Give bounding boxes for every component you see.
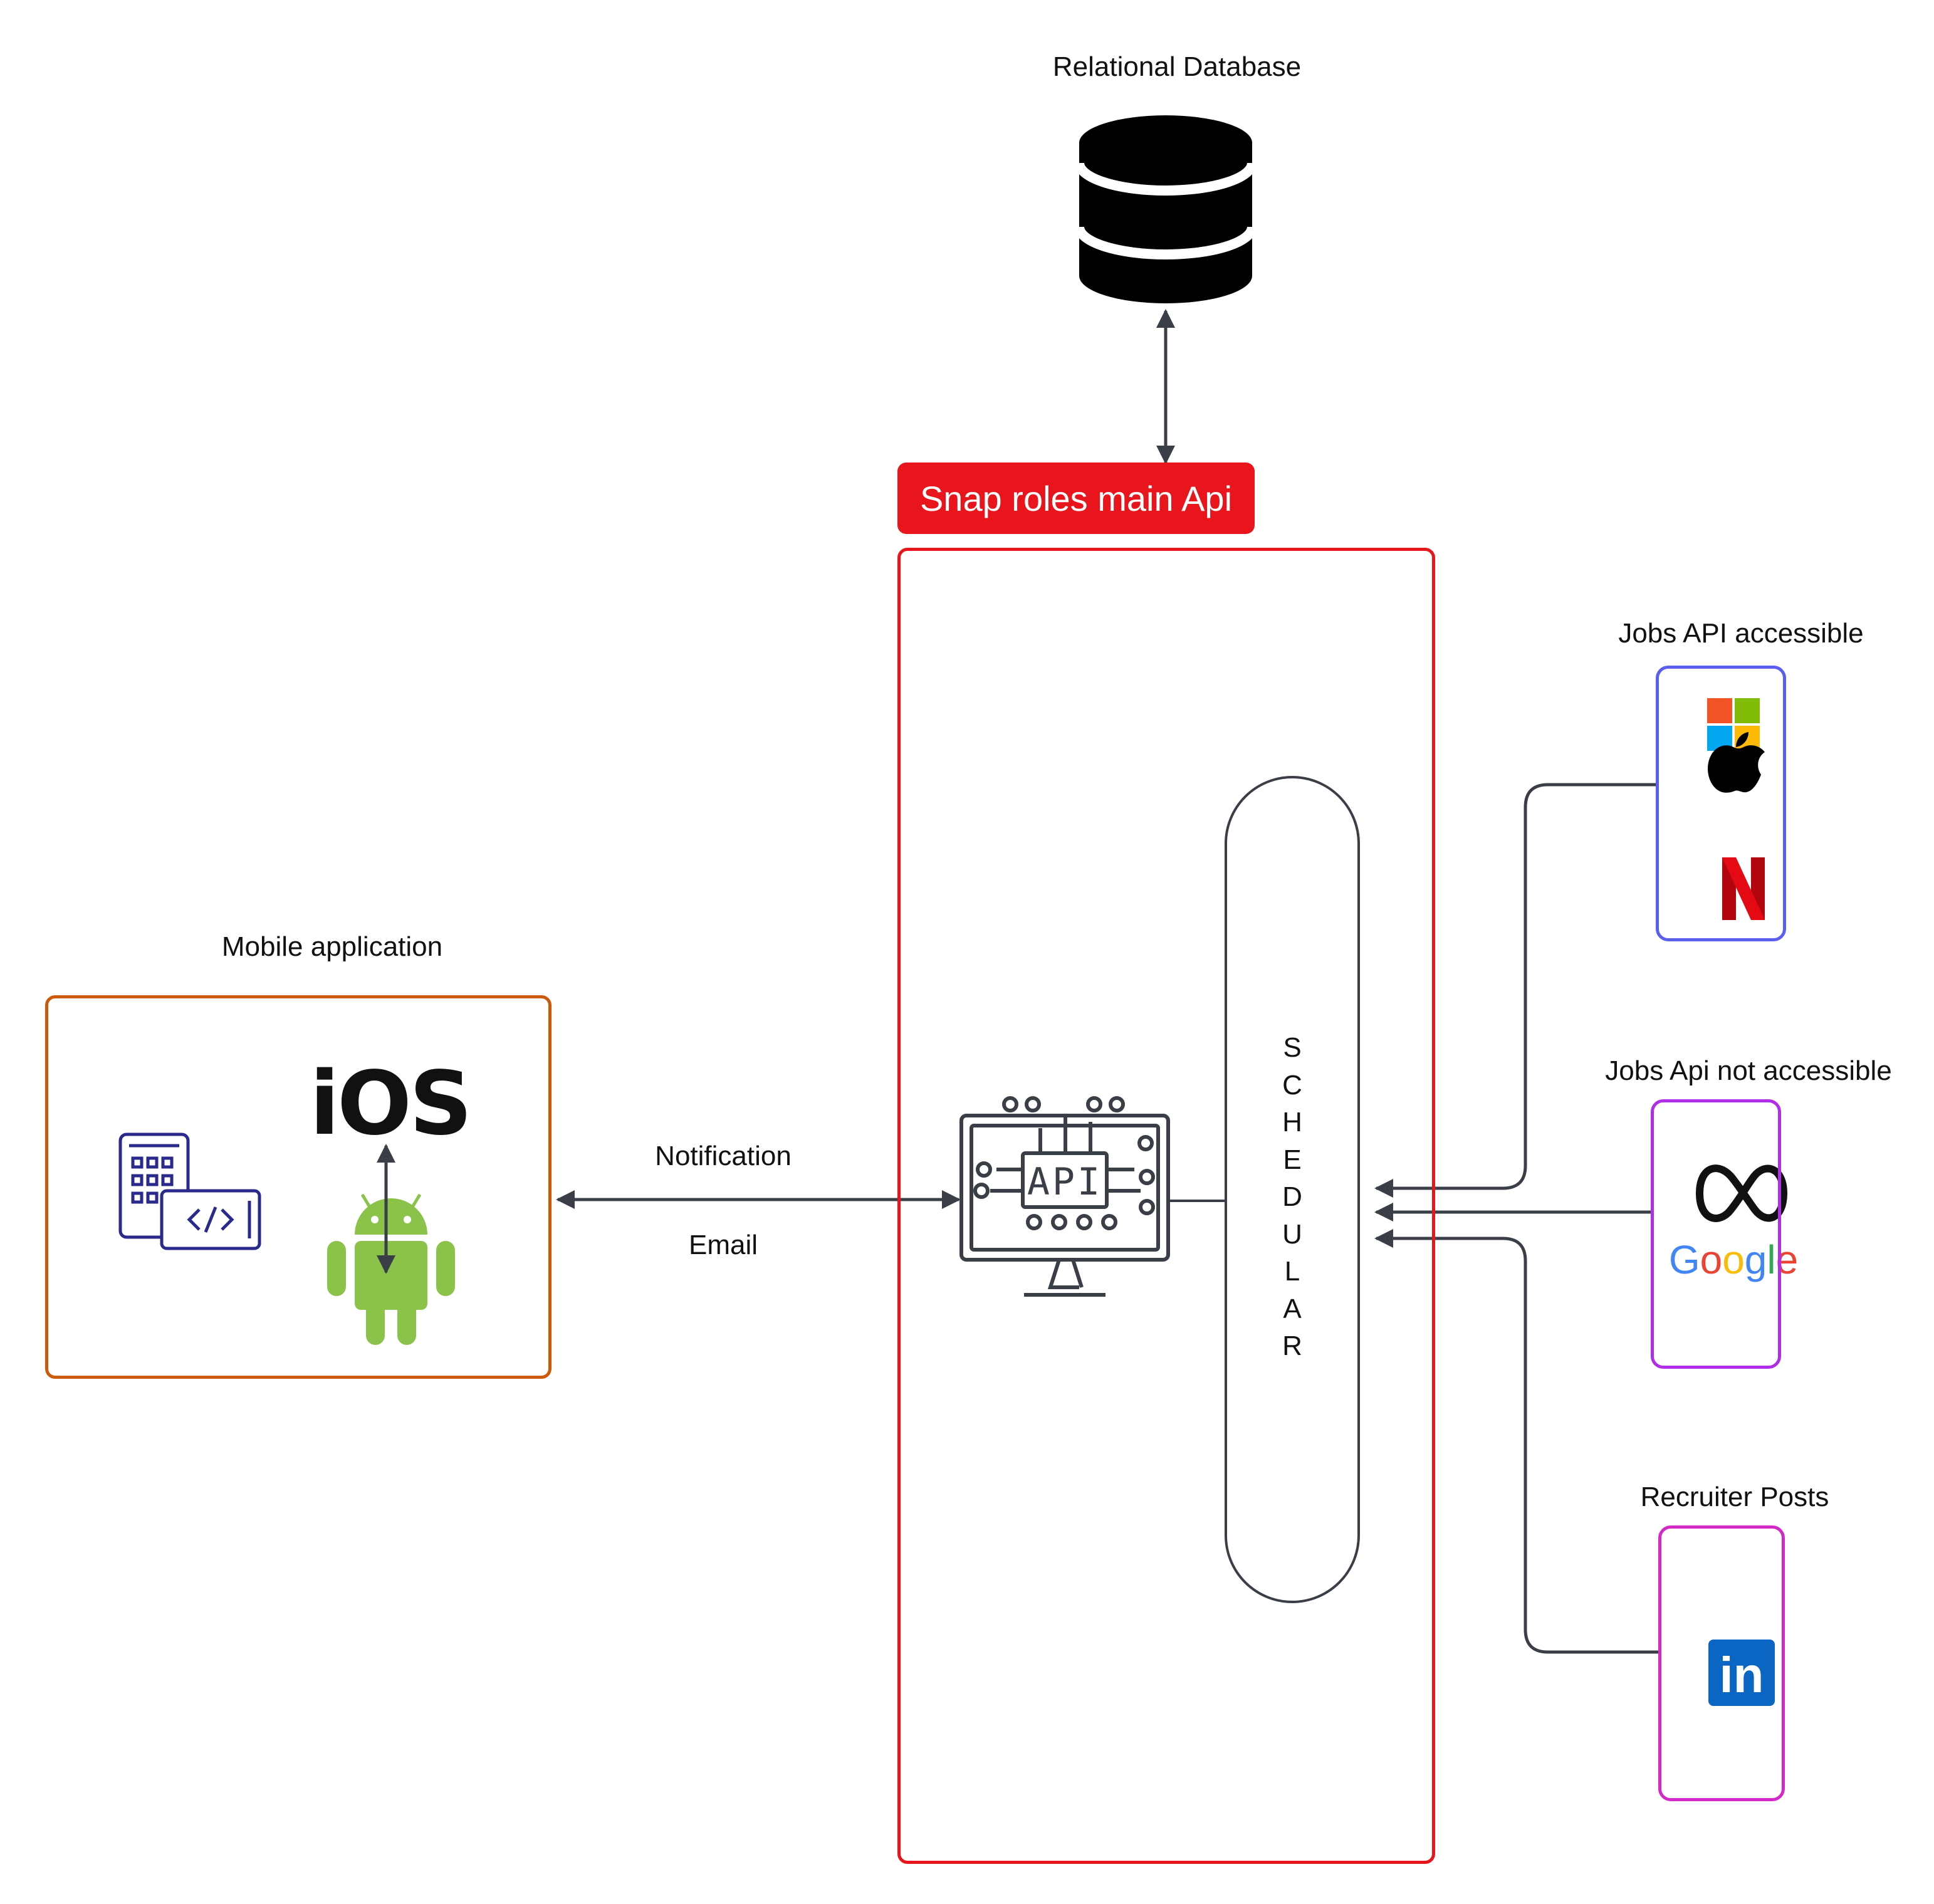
scheduler-letter: A: [1283, 1293, 1302, 1324]
email-label: Email: [688, 1230, 758, 1260]
api-icon-text: API: [1027, 1160, 1102, 1204]
ios-logo-text: iOS: [310, 1053, 473, 1155]
main-api-title: Snap roles main Api: [897, 463, 1255, 534]
scheduler-letter: E: [1283, 1144, 1302, 1175]
main-api-container: [897, 548, 1435, 1864]
jobs-accessible-label: Jobs API accessible: [1618, 618, 1864, 649]
recruiter-posts-box: [1658, 1525, 1785, 1801]
scheduler-letter: H: [1282, 1107, 1302, 1138]
linkedin-logo-icon: [1708, 1640, 1775, 1706]
database-label: Relational Database: [1052, 51, 1302, 82]
jobs-accessible-connector: [1374, 783, 1656, 1198]
mobile-dev-icon: [118, 1132, 261, 1250]
scheduler-letter: R: [1282, 1331, 1302, 1361]
scheduler-letter: U: [1282, 1218, 1302, 1250]
mobile-app-label: Mobile application: [221, 931, 443, 962]
microsoft-logo-icon: [1707, 698, 1760, 751]
mobile-app-container: [45, 995, 551, 1379]
netflix-logo-icon: [1722, 857, 1765, 920]
scheduler-letter: S: [1283, 1032, 1302, 1063]
android-icon: [327, 1193, 455, 1345]
scheduler-letter: C: [1282, 1069, 1302, 1101]
jobs-accessible-box: [1656, 666, 1786, 941]
scheduler-letter: L: [1284, 1256, 1300, 1287]
recruiter-posts-connector: [1374, 1229, 1658, 1654]
linkedin-logo-text: in: [1719, 1647, 1764, 1703]
google-logo-text: Google: [1669, 1237, 1798, 1282]
database-icon: [1074, 115, 1257, 303]
apple-logo-icon: [1708, 732, 1765, 793]
notification-label: Notification: [655, 1141, 792, 1171]
scheduler-letter: D: [1282, 1181, 1302, 1212]
api-monitor-icon: [959, 1096, 1170, 1297]
jobs-not-accessible-box: [1651, 1099, 1781, 1369]
meta-logo-icon: [1695, 1164, 1788, 1222]
jobs-not-accessible-label: Jobs Api not accessible: [1605, 1055, 1892, 1086]
recruiter-posts-label: Recruiter Posts: [1640, 1482, 1829, 1512]
